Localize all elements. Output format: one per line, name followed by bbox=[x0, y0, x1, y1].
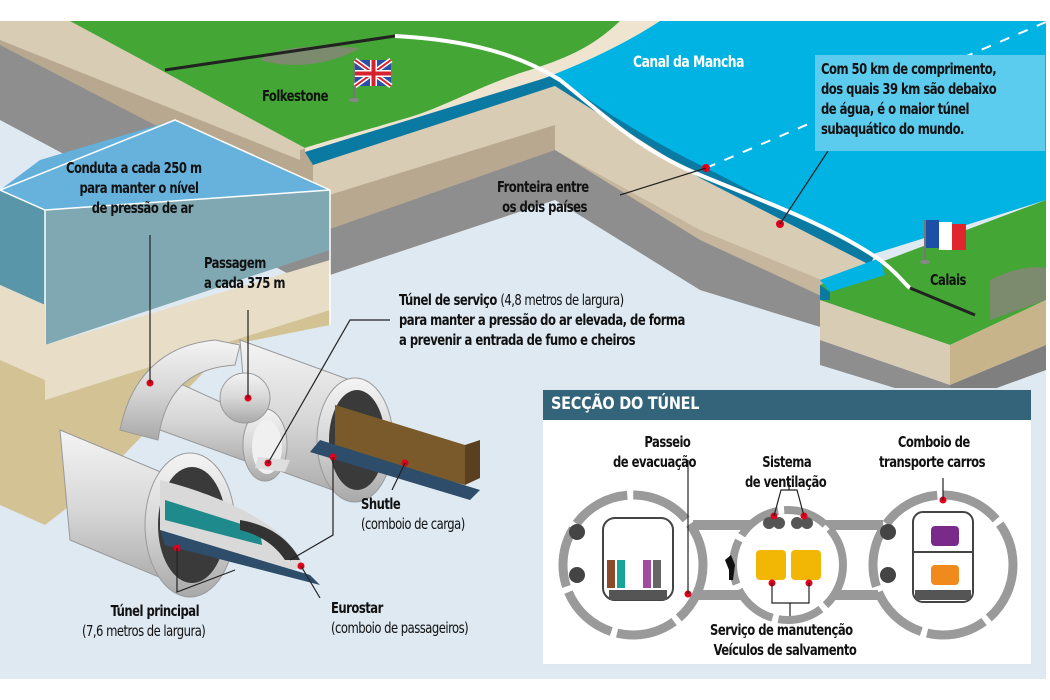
info-text: Com 50 km de comprimento, dos quais 39 k… bbox=[821, 60, 997, 138]
france-land bbox=[820, 200, 1046, 345]
freight-wagon bbox=[335, 405, 465, 485]
evacuation-walkway-label: Passeio de evacuação bbox=[613, 433, 696, 471]
car-upper bbox=[931, 526, 959, 546]
folkestone-label: Folkestone bbox=[262, 87, 329, 105]
tunnel-route bbox=[394, 34, 912, 290]
france-rail-track bbox=[909, 286, 976, 317]
eurostar-label: Eurostar (comboio de passageiros) bbox=[331, 599, 469, 637]
passage-label: Passagem a cada 375 m bbox=[204, 254, 285, 292]
leader-lines bbox=[149, 235, 406, 599]
car-train-label: Comboio de transporte carros bbox=[879, 433, 986, 471]
calais-label: Calais bbox=[930, 271, 966, 289]
section-diagram bbox=[558, 460, 1018, 640]
duct-label: Conduta a cada 250 m para manter o nível… bbox=[66, 159, 202, 217]
maintenance-label: Serviço de manutenção Veículos de salvam… bbox=[710, 621, 857, 659]
border-label: Fronteira entre os dois países bbox=[497, 178, 589, 216]
panel-header: SECÇÃO DO TÚNEL bbox=[543, 390, 1031, 420]
ventilation-label: Sistema de ventilação bbox=[745, 453, 827, 491]
uk-land bbox=[70, 21, 620, 148]
person-figure bbox=[725, 555, 735, 580]
geology-block bbox=[0, 21, 1046, 405]
cutaway-block bbox=[0, 119, 331, 525]
tunnel-section-panel: SECÇÃO DO TÚNEL bbox=[541, 388, 1033, 666]
sea-label: Canal da Mancha bbox=[633, 52, 744, 71]
center-tunnel-section bbox=[725, 482, 847, 624]
info-box: Com 50 km de comprimento, dos quais 39 k… bbox=[815, 55, 1045, 151]
french-tricolour-icon bbox=[920, 220, 966, 264]
shuttle-label: Shutle (comboio de carga) bbox=[361, 495, 465, 533]
panel-title: SECÇÃO DO TÚNEL bbox=[551, 394, 700, 414]
union-jack-icon bbox=[349, 57, 393, 102]
car-lower bbox=[931, 565, 959, 585]
main-tunnel-label: Túnel principal (7,6 metros de largura) bbox=[82, 602, 206, 640]
uk-rail-track bbox=[164, 34, 396, 72]
service-tunnel-label: Túnel de serviço (4,8 metros de largura)… bbox=[399, 291, 685, 349]
rescue-van bbox=[791, 550, 821, 580]
left-tunnel-section bbox=[558, 460, 708, 640]
right-tunnel-section bbox=[868, 478, 1018, 640]
maintenance-van bbox=[756, 550, 786, 580]
